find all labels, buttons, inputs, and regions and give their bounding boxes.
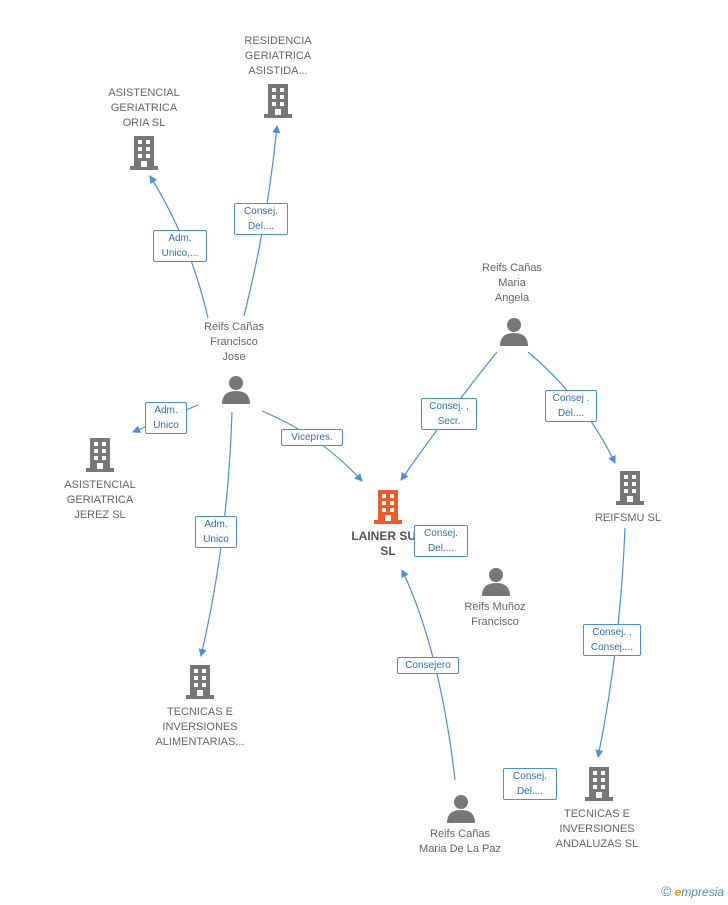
person-icon <box>482 568 510 596</box>
person-icon <box>222 376 250 404</box>
node-reifs-canas-maria-de-la-paz[interactable]: Reifs Cañas Maria De La Paz <box>400 793 520 857</box>
copyright-icon: © <box>660 883 672 899</box>
node-label: REIFSMU SL <box>594 512 661 524</box>
building-icon <box>264 84 292 118</box>
relation-consej-del-reifsmu[interactable]: Consej . Del.... <box>545 390 597 422</box>
node-label: Reifs Cañas Maria Angela <box>482 262 542 304</box>
node-label: Reifs Cañas Maria De La Paz <box>419 828 501 855</box>
building-icon <box>585 767 613 801</box>
building-icon <box>186 665 214 699</box>
node-tecnicas-inversiones-andaluzas[interactable]: TECNICAS E INVERSIONES ANDALUZAS SL <box>547 767 647 852</box>
node-label: Reifs Muñoz Francisco <box>464 601 526 628</box>
brand-initial: e <box>674 885 682 899</box>
relation-consej-del-lainer[interactable]: Consej. Del.... <box>414 525 468 557</box>
node-tecnicas-inversiones-alimentarias[interactable]: TECNICAS E INVERSIONES ALIMENTARIAS... <box>147 665 253 750</box>
edge-francisco-lainer <box>261 410 363 482</box>
person-icon <box>447 795 475 823</box>
node-reifs-munoz-francisco[interactable]: Reifs Muñoz Francisco <box>445 566 545 630</box>
node-reifsmu[interactable]: REIFSMU SL <box>578 471 678 526</box>
brand-name: mpresia <box>681 885 724 899</box>
relation-consej-consej[interactable]: Consej. , Consej.... <box>583 624 641 656</box>
relation-adm-unico-oria[interactable]: Adm. Unico,... <box>153 230 207 262</box>
node-label: ASISTENCIAL GERIATRICA ORIA SL <box>108 87 180 129</box>
relation-vicepres[interactable]: Vicepres. <box>281 429 343 446</box>
node-label: RESIDENCIA GERIATRICA ASISTIDA... <box>244 35 312 77</box>
node-asistencial-geriatrica-oria[interactable]: ASISTENCIAL GERIATRICA ORIA SL <box>94 86 194 170</box>
node-asistencial-geriatrica-jerez[interactable]: ASISTENCIAL GERIATRICA JEREZ SL <box>50 438 150 523</box>
node-reifs-canas-francisco-jose[interactable]: Reifs Cañas Francisco Jose <box>184 320 284 404</box>
building-icon <box>130 136 158 170</box>
building-icon <box>374 490 402 524</box>
node-reifs-canas-maria-angela[interactable]: Reifs Cañas Maria Angela <box>462 261 562 346</box>
relation-adm-unico-jerez[interactable]: Adm. Unico <box>145 402 187 434</box>
relation-consejero[interactable]: Consejero <box>397 657 459 674</box>
node-label: TECNICAS E INVERSIONES ALIMENTARIAS... <box>155 706 245 748</box>
relation-consej-del-residencia[interactable]: Consej. Del.... <box>234 203 288 235</box>
building-icon <box>616 471 644 505</box>
node-label: TECNICAS E INVERSIONES ANDALUZAS SL <box>555 808 639 850</box>
relation-adm-unico-tecnicas-alim[interactable]: Adm. Unico <box>195 516 237 548</box>
building-icon <box>86 438 114 472</box>
node-residencia-geriatrica-asistida[interactable]: RESIDENCIA GERIATRICA ASISTIDA... <box>228 34 328 118</box>
relation-consej-secr[interactable]: Consej. , Secr. <box>421 398 477 430</box>
relation-consej-del-tecnicas-and[interactable]: Consej. Del.... <box>503 768 557 800</box>
node-label: ASISTENCIAL GERIATRICA JEREZ SL <box>64 479 136 521</box>
node-label: Reifs Cañas Francisco Jose <box>204 321 264 363</box>
empresia-watermark: © empresia <box>661 883 724 899</box>
person-icon <box>500 318 528 346</box>
